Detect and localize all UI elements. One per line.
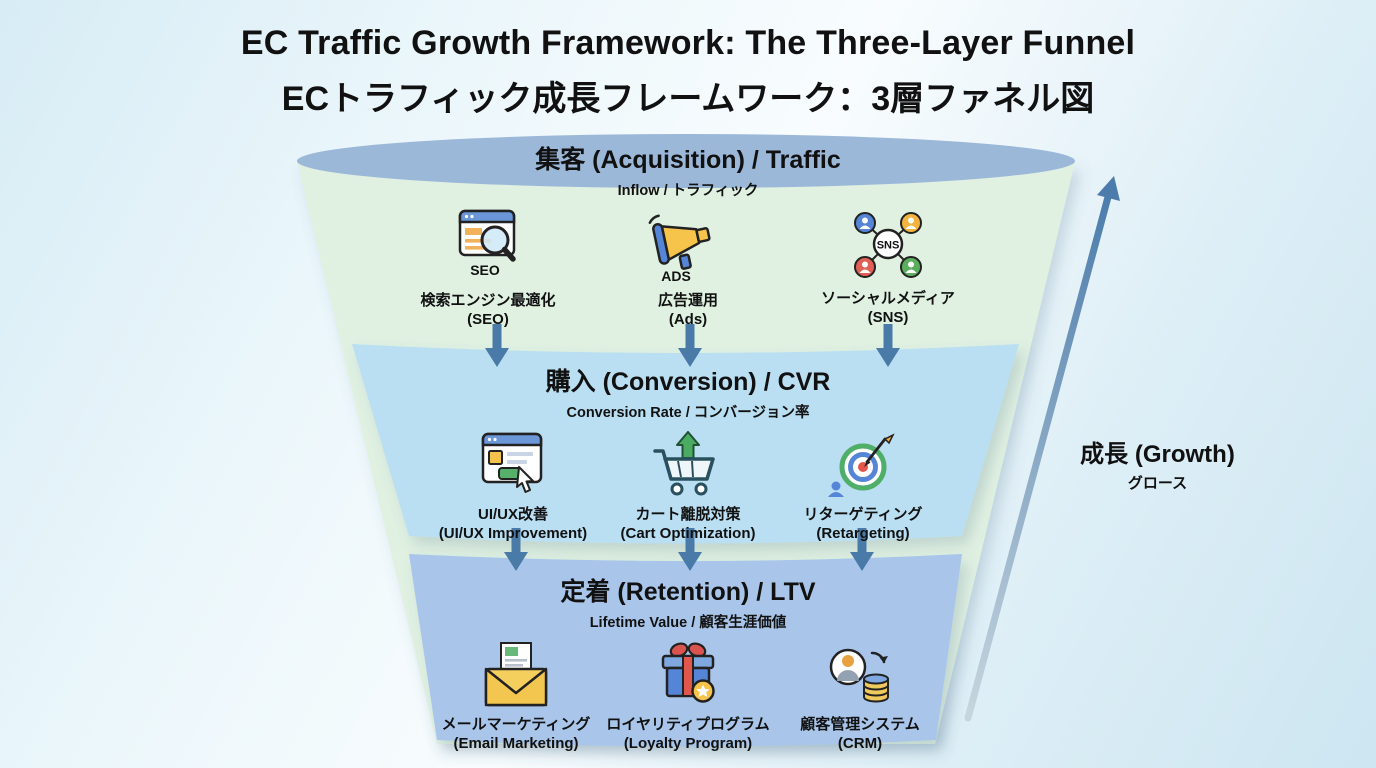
conversion-items: UI/UX改善 (UI/UX Improvement) カート離脱対策 [0, 431, 1376, 544]
ads-megaphone-icon: ADS [648, 209, 728, 287]
loyalty-gift-icon [648, 641, 728, 711]
item-email: メールマーケティング (Email Marketing) [430, 641, 602, 754]
layer-retention: 定着 (Retention) / LTV Lifetime Value / 顧客… [0, 572, 1376, 754]
layer-acquisition: 集客 (Acquisition) / Traffic Inflow / トラフィ… [0, 140, 1376, 330]
item-label-jp: 広告運用 [657, 292, 718, 309]
ads-icon-text: ADS [661, 268, 691, 284]
item-label-en: (Cart Optimization) [620, 524, 756, 542]
item-label-jp: ロイヤリティプログラム [606, 716, 770, 733]
title-jp: ECトラフィック成長フレームワーク：3層ファネル図 [281, 80, 1095, 118]
item-label-en: (UI/UX Improvement) [438, 524, 588, 542]
down-arrows-conversion-to-retention [504, 528, 874, 571]
seo-browser-magnifier-icon: SEO [447, 209, 529, 287]
layer-acquisition-heading: 集客 (Acquisition) / Traffic [535, 146, 841, 174]
growth-label: 成長 (Growth) グロース [1060, 434, 1255, 493]
item-label-en: (Email Marketing) [453, 734, 579, 752]
item-cart: カート離脱対策 (Cart Optimization) [601, 431, 776, 544]
retention-items: メールマーケティング (Email Marketing) [0, 641, 1376, 754]
sns-network-icon: SNS [848, 209, 928, 285]
layer-conversion-subheading: Conversion Rate / コンバージョン率 [566, 405, 810, 421]
acquisition-items: SEO 検索エンジン最適化 (SEO) [0, 209, 1376, 330]
item-loyalty: ロイヤリティプログラム (Loyalty Program) [602, 641, 774, 754]
layer-retention-heading: 定着 (Retention) / LTV [560, 578, 816, 606]
uiux-browser-cursor-icon [473, 431, 553, 501]
item-label-jp: カート離脱対策 [635, 506, 741, 523]
title-en: EC Traffic Growth Framework: The Three-L… [240, 24, 1136, 62]
growth-label-sub: グロース [1127, 475, 1188, 492]
item-label-en: (Loyalty Program) [623, 734, 753, 752]
growth-label-main: 成長 (Growth) [1080, 441, 1235, 468]
item-uiux: UI/UX改善 (UI/UX Improvement) [426, 431, 601, 544]
item-ads: ADS 広告運用 (Ads) [588, 209, 788, 330]
item-label-en: (CRM) [837, 734, 883, 752]
layer-conversion: 購入 (Conversion) / CVR Conversion Rate / … [0, 362, 1376, 544]
layer-retention-subheading: Lifetime Value / 顧客生涯価値 [589, 615, 787, 631]
seo-icon-text: SEO [470, 262, 500, 278]
item-label-jp: UI/UX改善 [477, 506, 548, 523]
growth-arrow [964, 176, 1120, 722]
item-label-en: (SNS) [867, 308, 909, 326]
layer-acquisition-subheading: Inflow / トラフィック [617, 183, 759, 199]
item-label-jp: 顧客管理システム [800, 716, 920, 733]
down-arrows-acquisition-to-conversion [485, 324, 900, 367]
item-label-en: (Retargeting) [816, 524, 910, 542]
item-label-jp: 検索エンジン最適化 [420, 292, 556, 309]
item-label-en: (SEO) [467, 310, 509, 328]
item-crm: 顧客管理システム (CRM) [774, 641, 946, 754]
item-retargeting: リターゲティング (Retargeting) [776, 431, 951, 544]
retargeting-target-icon [823, 431, 903, 501]
diagram-title: EC Traffic Growth Framework: The Three-L… [0, 24, 1376, 120]
layer-conversion-heading: 購入 (Conversion) / CVR [545, 368, 831, 396]
item-label-jp: メールマーケティング [441, 716, 591, 733]
sns-icon-text: SNS [877, 240, 900, 252]
item-label-jp: リターゲティング [803, 506, 923, 523]
item-sns: SNS ソーシャルメディア (SNS) [788, 209, 988, 328]
funnel-mouth-ellipse [297, 134, 1075, 188]
item-seo: SEO 検索エンジン最適化 (SEO) [388, 209, 588, 330]
crm-database-icon [820, 641, 900, 711]
email-envelope-icon [476, 641, 556, 711]
item-label-jp: ソーシャルメディア [821, 290, 955, 307]
cart-recovery-icon [648, 431, 728, 501]
item-label-en: (Ads) [668, 310, 708, 328]
